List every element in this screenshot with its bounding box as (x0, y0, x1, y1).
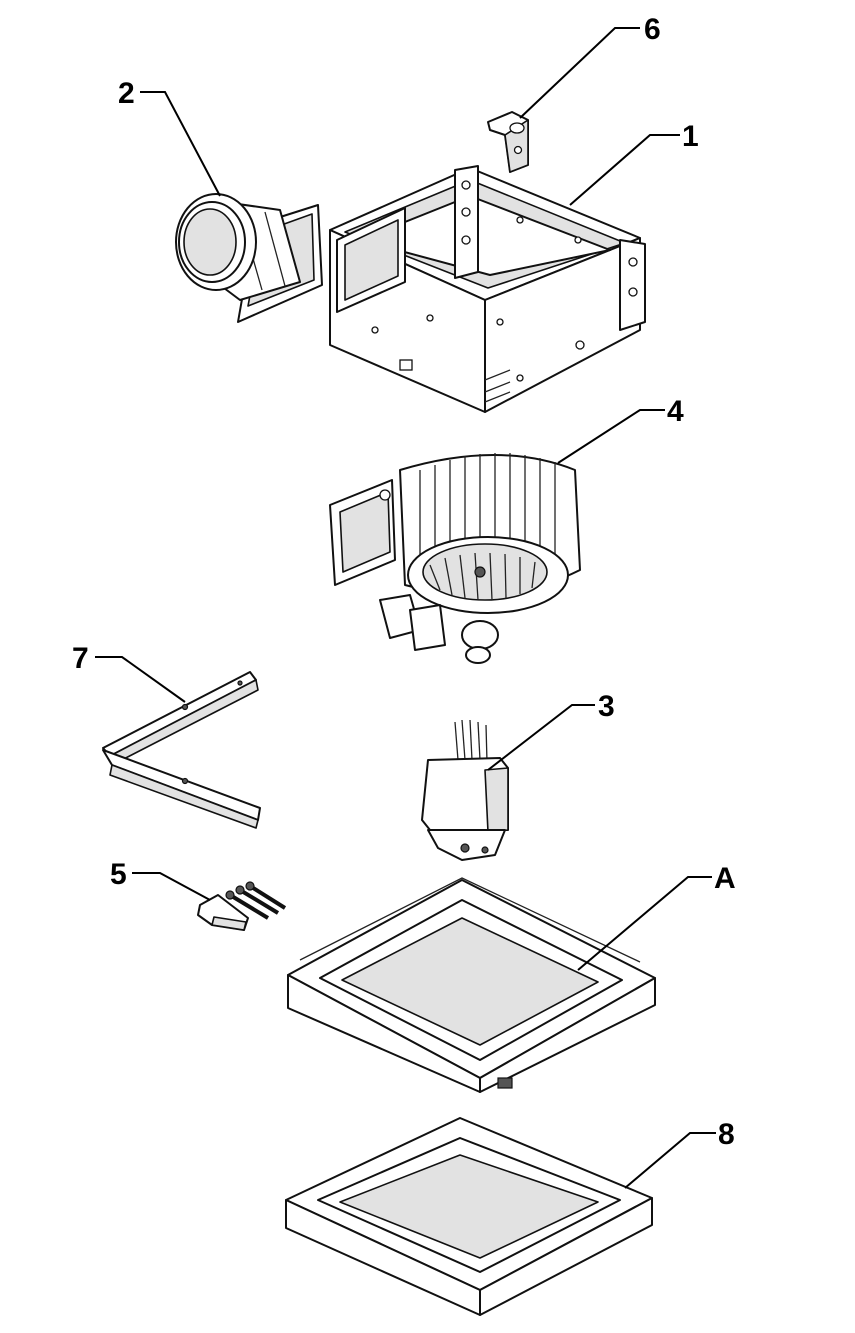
callout-3: 3 (487, 690, 615, 771)
callout-label-2: 2 (118, 77, 135, 110)
callout-6: 6 (519, 13, 661, 119)
callout-label-5: 5 (110, 858, 127, 891)
callout-2: 2 (118, 77, 221, 197)
grille-frame-part (287, 877, 656, 1093)
hanger-bars-part (102, 671, 261, 829)
callout-4: 4 (557, 395, 684, 464)
mounting-hardware-part (197, 881, 287, 931)
callout-label-1: 1 (682, 120, 699, 153)
callout-label-A: A (714, 862, 736, 895)
callout-label-3: 3 (598, 690, 615, 723)
callout-label-4: 4 (667, 395, 684, 428)
callout-label-7: 7 (72, 642, 89, 675)
callout-5: 5 (110, 858, 211, 901)
callout-label-8: 8 (718, 1118, 735, 1151)
callout-7: 7 (72, 642, 186, 703)
wiring-box-part (421, 719, 509, 861)
blower-assembly-part (329, 453, 581, 664)
callout-8: 8 (624, 1118, 735, 1189)
housing-part (329, 165, 646, 413)
callout-A: A (577, 862, 736, 971)
callout-label-6: 6 (644, 13, 661, 46)
bracket-part (487, 111, 529, 173)
duct-connector-part (175, 193, 323, 323)
callout-1: 1 (569, 120, 699, 206)
grille-lens-part (285, 1117, 653, 1316)
